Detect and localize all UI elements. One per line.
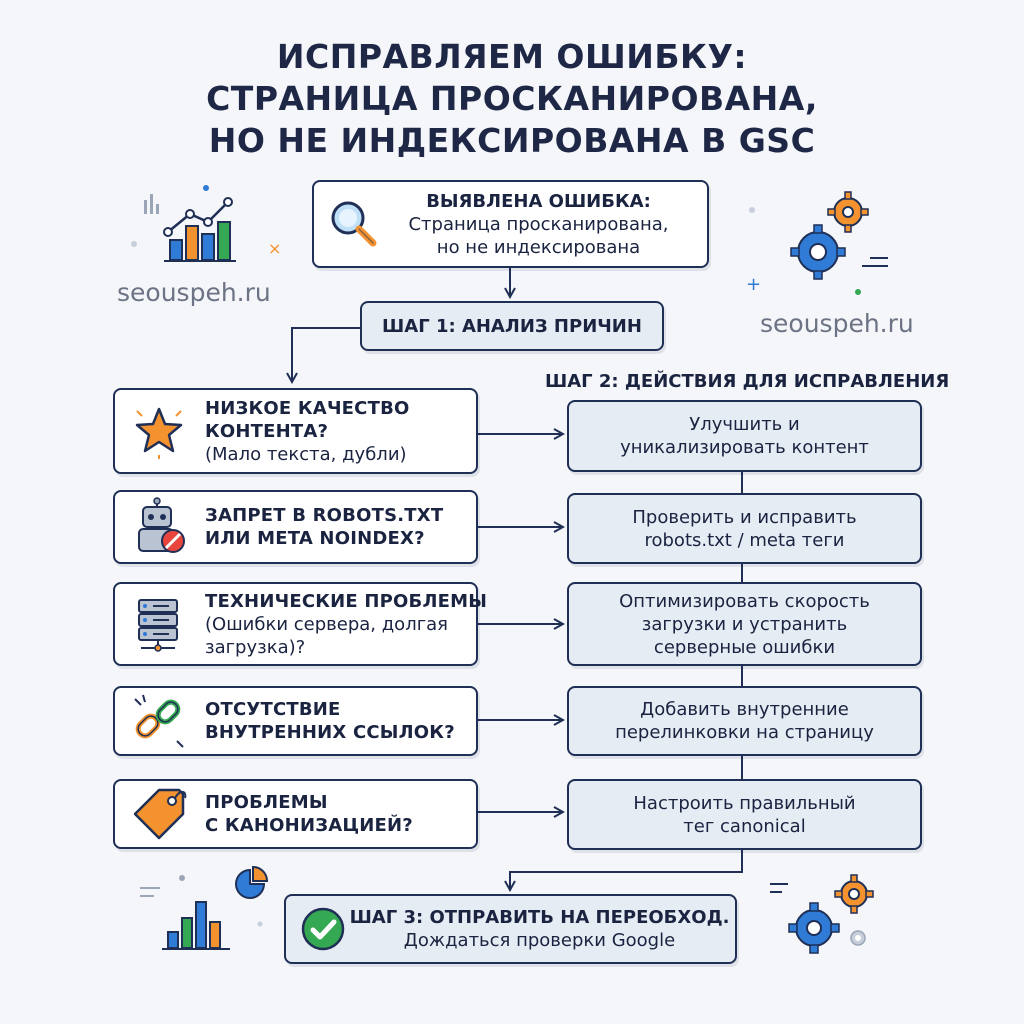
action-4-line-2: перелинковки на страницу [615, 722, 874, 743]
robot-blocked-icon [138, 497, 185, 553]
cause-box-technical: ТЕХНИЧЕСКИЕ ПРОБЛЕМЫ (Ошибки сервера, до… [113, 582, 487, 666]
title-line-3: НО НЕ ИНДЕКСИРОВАНА В GSC [208, 121, 816, 160]
step3-line: Дождаться проверки Google [403, 930, 676, 951]
checkmark-icon [301, 907, 345, 951]
chart-pie-decoration-icon [140, 866, 269, 950]
cause-1-sub: (Мало текста, дубли) [205, 443, 407, 465]
connector-step1-causes [292, 327, 360, 382]
step3-heading: ШАГ 3: ОТПРАВИТЬ НА ПЕРЕОБХОД. [349, 907, 730, 928]
step2-label: ШАГ 2: ДЕЙСТВИЯ ДЛЯ ИСПРАВЛЕНИЯ [545, 371, 950, 392]
cause-text-2: ЗАПРЕТ В ROBOTS.TXT ИЛИ META NOINDEX? [205, 492, 443, 562]
error-text: ВЫЯВЛЕНА ОШИБКА: Страница просканирована… [380, 182, 697, 266]
action-box-robots: Проверить и исправить robots.txt / meta … [567, 493, 922, 564]
server-icon [138, 599, 178, 652]
cause-text-1: НИЗКОЕ КАЧЕСТВО КОНТЕНТА? (Мало текста, … [205, 390, 410, 472]
action-box-links: Добавить внутренние перелинковки на стра… [567, 686, 922, 756]
cause-4-heading-2: ВНУТРЕННИХ ССЫЛОК? [205, 722, 455, 743]
cause-text-5: ПРОБЛЕМЫ С КАНОНИЗАЦИЕЙ? [205, 781, 413, 847]
action-2-line-2: robots.txt / meta теги [644, 529, 845, 551]
error-line-1: Страница просканирована, [408, 213, 669, 235]
error-line-2: но не индексирована [436, 236, 641, 258]
action-text-4: Добавить внутренние перелинковки на стра… [569, 688, 920, 754]
cause-box-content: НИЗКОЕ КАЧЕСТВО КОНТЕНТА? (Мало текста, … [113, 388, 478, 474]
bar-chart-decoration-icon: × [131, 185, 281, 262]
cause-box-links: ОТСУТСТВИЕ ВНУТРЕННИХ ССЫЛОК? [113, 686, 478, 756]
error-box: ВЫЯВЛЕНА ОШИБКА: Страница просканирована… [312, 180, 709, 268]
cause-1-heading-2: КОНТЕНТА? [205, 420, 329, 442]
step3-text: ШАГ 3: ОТПРАВИТЬ НА ПЕРЕОБХОД. Дождаться… [349, 896, 730, 962]
watermark-right: seouspeh.ru [760, 309, 914, 338]
cause-5-heading-1: ПРОБЛЕМЫ [205, 792, 328, 813]
step1-box: ШАГ 1: АНАЛИЗ ПРИЧИН [360, 301, 664, 351]
action-text-3: Оптимизировать скорость загрузки и устра… [569, 584, 920, 664]
action-box-technical: Оптимизировать скорость загрузки и устра… [567, 582, 922, 666]
action-2-line-1: Проверить и исправить [632, 506, 857, 528]
action-box-canonical: Настроить правильный тег canonical [567, 779, 922, 850]
action-4-line-1: Добавить внутренние [640, 699, 849, 720]
cause-2-heading-2: ИЛИ META NOINDEX? [205, 528, 425, 549]
svg-text:+: + [746, 274, 761, 295]
action-text-2: Проверить и исправить robots.txt / meta … [569, 495, 920, 562]
action-5-line-2: тег canonical [683, 815, 806, 837]
page-title: ИСПРАВЛЯЕМ ОШИБКУ: СТРАНИЦА ПРОСКАНИРОВА… [0, 36, 1024, 162]
cause-2-heading-1: ЗАПРЕТ В ROBOTS.TXT [205, 505, 444, 526]
cause-box-robots: ЗАПРЕТ В ROBOTS.TXT ИЛИ META NOINDEX? [113, 490, 478, 564]
gears-bottom-decoration-icon [770, 874, 874, 954]
cause-1-heading-1: НИЗКОЕ КАЧЕСТВО [205, 397, 410, 419]
action-1-line-2: уникализировать контент [620, 437, 869, 458]
cause-3-heading-1: ТЕХНИЧЕСКИЕ ПРОБЛЕМЫ [205, 590, 488, 612]
action-5-line-1: Настроить правильный [633, 792, 856, 814]
action-3-line-2: загрузки и устранить [641, 613, 848, 635]
connector-actions-step3 [510, 850, 743, 890]
action-3-line-3: серверные ошибки [653, 636, 836, 658]
cause-box-canonical: ПРОБЛЕМЫ С КАНОНИЗАЦИЕЙ? [113, 779, 478, 849]
cause-5-heading-2: С КАНОНИЗАЦИЕЙ? [205, 815, 413, 836]
cause-4-heading-1: ОТСУТСТВИЕ [205, 699, 341, 720]
action-text-1: Улучшить и уникализировать контент [569, 402, 920, 470]
svg-text:×: × [268, 239, 281, 258]
cause-3-sub-1: (Ошибки сервера, долгая [205, 613, 449, 635]
tag-icon [133, 788, 187, 840]
gears-decoration-icon: + [746, 191, 888, 295]
watermark-left: seouspeh.ru [117, 278, 271, 307]
error-heading: ВЫЯВЛЕНА ОШИБКА: [426, 190, 651, 212]
title-line-1: ИСПРАВЛЯЕМ ОШИБКУ: [276, 37, 748, 76]
step3-box: ШАГ 3: ОТПРАВИТЬ НА ПЕРЕОБХОД. Дождаться… [284, 894, 737, 964]
cause-3-sub-2: загрузка)? [205, 636, 306, 658]
star-icon [135, 407, 183, 459]
cause-text-3: ТЕХНИЧЕСКИЕ ПРОБЛЕМЫ (Ошибки сервера, до… [205, 584, 487, 664]
action-1-line-1: Улучшить и [689, 414, 800, 435]
cause-text-4: ОТСУТСТВИЕ ВНУТРЕННИХ ССЫЛОК? [205, 688, 455, 754]
step1-label: ШАГ 1: АНАЛИЗ ПРИЧИН [382, 315, 642, 337]
title-line-2: СТРАНИЦА ПРОСКАНИРОВАНА, [206, 79, 818, 118]
action-text-5: Настроить правильный тег canonical [569, 781, 920, 848]
magnifier-icon [331, 201, 377, 247]
broken-link-icon [134, 694, 184, 748]
action-box-content: Улучшить и уникализировать контент [567, 400, 922, 472]
action-3-line-1: Оптимизировать скорость [619, 590, 870, 612]
